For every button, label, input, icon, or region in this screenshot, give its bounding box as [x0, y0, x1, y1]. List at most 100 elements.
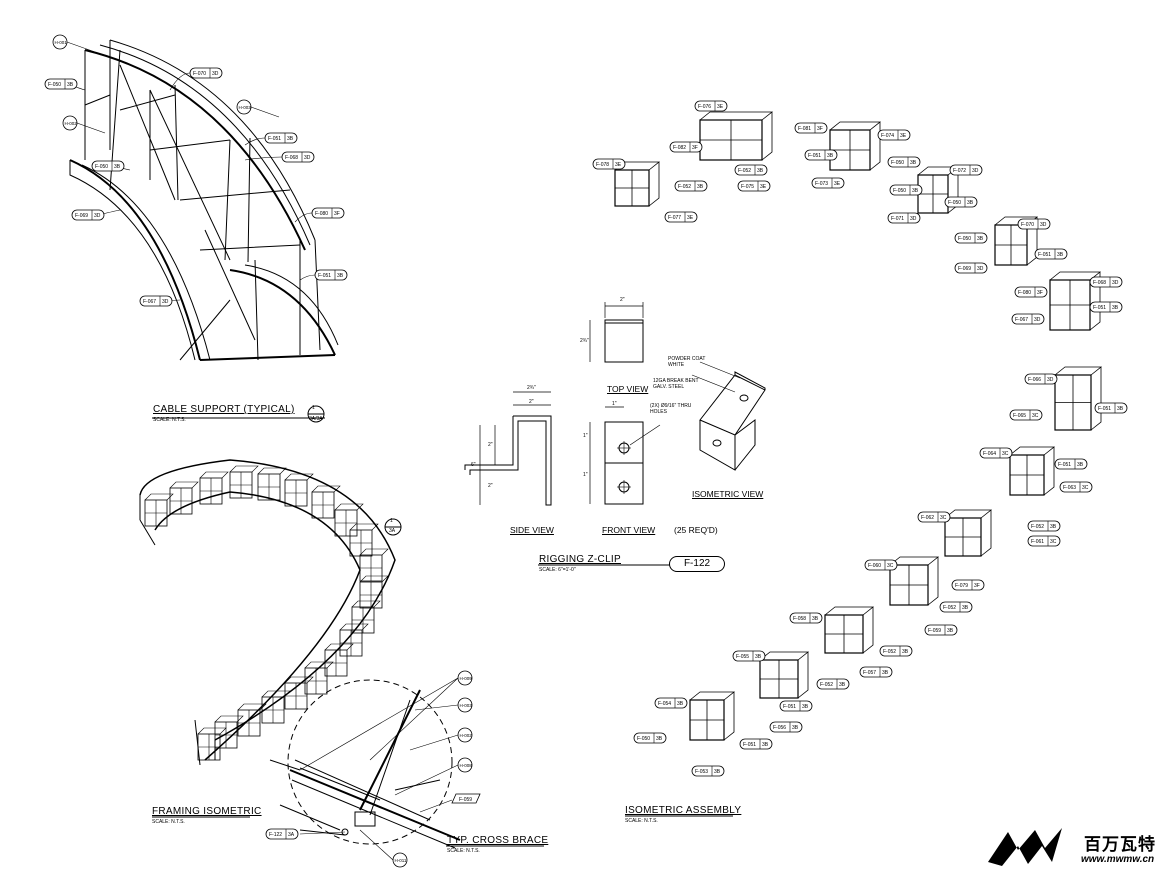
callout-sheet: 3B	[827, 153, 834, 159]
callout-code: F-052	[1031, 524, 1044, 530]
callout-code: F-071	[891, 216, 904, 222]
frame-cell	[311, 485, 341, 519]
cable-callout: F-080 3F	[311, 207, 345, 219]
cable-circle-callout: H-002	[62, 115, 78, 131]
callout-sheet: 3D	[212, 71, 219, 77]
callout-sheet: 3E	[717, 104, 724, 110]
callout-code: F-069	[75, 213, 88, 219]
callout-code: F-078	[596, 162, 609, 168]
callout-sheet: 3B	[910, 160, 917, 166]
callout-sheet: 3B	[882, 670, 889, 676]
callout-sheet: 3B	[1050, 524, 1057, 530]
frame-cell	[359, 575, 389, 609]
callout-sheet: 3B	[1112, 305, 1119, 311]
side-view-label: SIDE VIEW	[510, 525, 554, 535]
callout-sheet: 3D	[162, 299, 169, 305]
frame-cell	[144, 493, 174, 527]
callout-code: F-050	[637, 736, 650, 742]
callout-code: F-056	[773, 725, 786, 731]
isometric-assembly-drawing	[614, 111, 1103, 741]
circle-code: H-009	[460, 676, 473, 681]
cross-brace-drawing	[269, 679, 461, 849]
callout-sheet: 3B	[792, 725, 799, 731]
cross-brace-scale: SCALE: N.T.S.	[447, 848, 480, 854]
assembly-callout: F-057 3B	[859, 666, 893, 678]
framing-ref-sheet: 3A	[389, 528, 396, 534]
callout-sheet: 3B	[697, 184, 704, 190]
dim-side-inner: 2"	[529, 399, 534, 405]
callout-sheet: 3E	[687, 215, 694, 221]
circle-code: H-011	[395, 858, 407, 863]
cable-circle-callout: H-003	[236, 99, 252, 115]
rigging-z-clip-drawing	[464, 302, 766, 506]
cross-brace-title: TYP. CROSS BRACE	[447, 835, 549, 846]
assembly-segment	[759, 651, 810, 699]
callout-sheet: 3B	[677, 701, 684, 707]
framing-isometric-title: FRAMING ISOMETRIC	[152, 806, 262, 817]
assembly-segment	[944, 509, 993, 557]
callout-code: F-073	[815, 181, 828, 187]
assembly-callout: F-068 3D	[1089, 276, 1123, 288]
callout-code: F-063	[1063, 485, 1076, 491]
callout-sheet: 3D	[1047, 377, 1054, 383]
callout-code: F-059	[928, 628, 941, 634]
callout-code: F-057	[863, 670, 876, 676]
assembly-segment	[824, 606, 875, 654]
callout-sheet: 3B	[757, 168, 764, 174]
callout-sheet: 3B	[67, 82, 74, 88]
callout-sheet: 3E	[834, 181, 841, 187]
logo-mark-icon	[988, 828, 1062, 866]
dim-side-top: 2¾"	[527, 385, 536, 391]
callout-sheet: 3C	[940, 515, 947, 521]
callout-code: F-060	[868, 563, 881, 569]
callout-sheet: 3B	[337, 273, 344, 279]
dim-side-total: 6"	[471, 462, 476, 468]
callout-sheet: 3B	[287, 136, 294, 142]
callout-sheet: 3F	[817, 126, 823, 132]
callout-code: F-068	[1093, 280, 1106, 286]
callout-code: F-051	[1038, 252, 1051, 258]
front-view-label: FRONT VIEW	[602, 525, 656, 535]
callout-sheet: 3D	[1034, 317, 1041, 323]
callout-code: F-070	[1021, 222, 1034, 228]
callout-sheet: 3C	[1032, 413, 1039, 419]
frame-cell	[214, 715, 244, 749]
callout-sheet: 3D	[1112, 280, 1119, 286]
callout-code: F-058	[793, 616, 806, 622]
callout-code: F-070	[193, 71, 206, 77]
brace-circle-callout: H-003	[457, 697, 473, 713]
callout-code: F-077	[668, 215, 681, 221]
callout-code: F-076	[698, 104, 711, 110]
callout-sheet: 3B	[1057, 252, 1064, 258]
callout-code: F-080	[315, 211, 328, 217]
callout-sheet: 3F	[334, 211, 340, 217]
watermark-logo: 百万瓦特 www.mwmw.cn	[986, 828, 1156, 872]
cable-callout: F-070 3D	[189, 67, 223, 79]
callout-code: F-053	[695, 769, 708, 775]
callout-code: F-067	[1015, 317, 1028, 323]
callout-code: F-051	[1058, 462, 1071, 468]
assembly-segment	[699, 111, 774, 161]
assembly-segment	[1054, 366, 1103, 431]
frame-cell	[339, 623, 369, 657]
assembly-segment	[614, 161, 661, 207]
callout-code: F-081	[798, 126, 811, 132]
callout-code: F-074	[881, 133, 894, 139]
frame-cell	[334, 503, 364, 537]
callout-sheet: 3B	[114, 164, 121, 170]
assembly-callout: F-052 3B	[1027, 520, 1061, 532]
frame-cell	[169, 481, 199, 515]
